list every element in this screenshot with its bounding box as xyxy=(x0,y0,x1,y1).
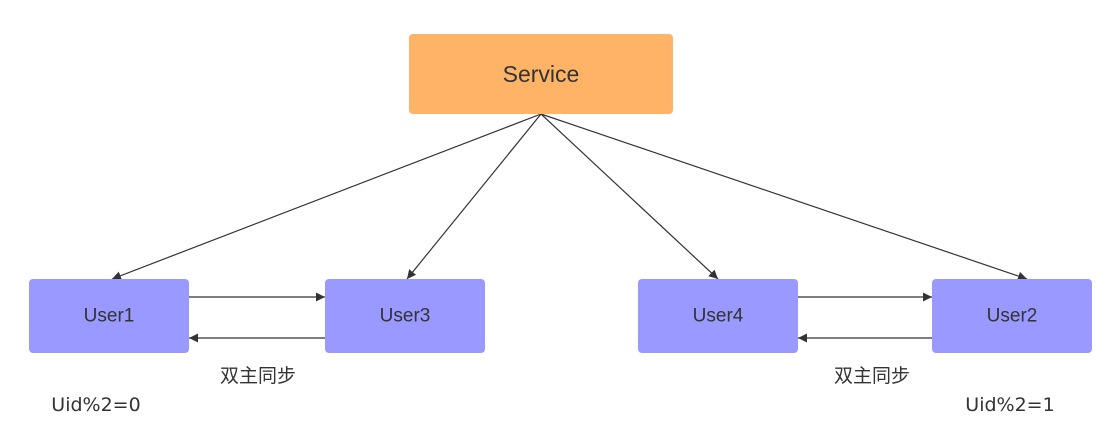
edge-service-user1 xyxy=(111,113,542,280)
service-label: Service xyxy=(503,61,580,87)
sync-label-left: 双主同步 xyxy=(220,365,296,387)
user3-label: User3 xyxy=(380,306,431,327)
user4-node[interactable]: User4 xyxy=(638,279,798,353)
user1-node[interactable]: User1 xyxy=(29,279,189,353)
user2-label: User2 xyxy=(987,306,1038,327)
edge-service-user2 xyxy=(540,113,1028,281)
user4-box xyxy=(638,279,798,353)
edge-service-user3 xyxy=(406,113,542,280)
service-box xyxy=(409,34,673,114)
user4-label: User4 xyxy=(693,306,744,327)
user2-node[interactable]: User2 xyxy=(932,279,1092,353)
user3-box xyxy=(325,279,485,353)
user1-label: User1 xyxy=(84,306,135,327)
user1-box xyxy=(29,279,189,353)
user2-box xyxy=(932,279,1092,353)
shard-label-right: Uid%2=1 xyxy=(965,394,1054,416)
shard-label-left: Uid%2=0 xyxy=(51,394,140,416)
user3-node[interactable]: User3 xyxy=(325,279,485,353)
service-edges xyxy=(111,113,1028,281)
edge-service-user4 xyxy=(540,113,719,280)
sync-edges xyxy=(189,292,932,343)
service-node[interactable]: Service xyxy=(409,34,673,114)
sync-label-right: 双主同步 xyxy=(834,365,910,387)
